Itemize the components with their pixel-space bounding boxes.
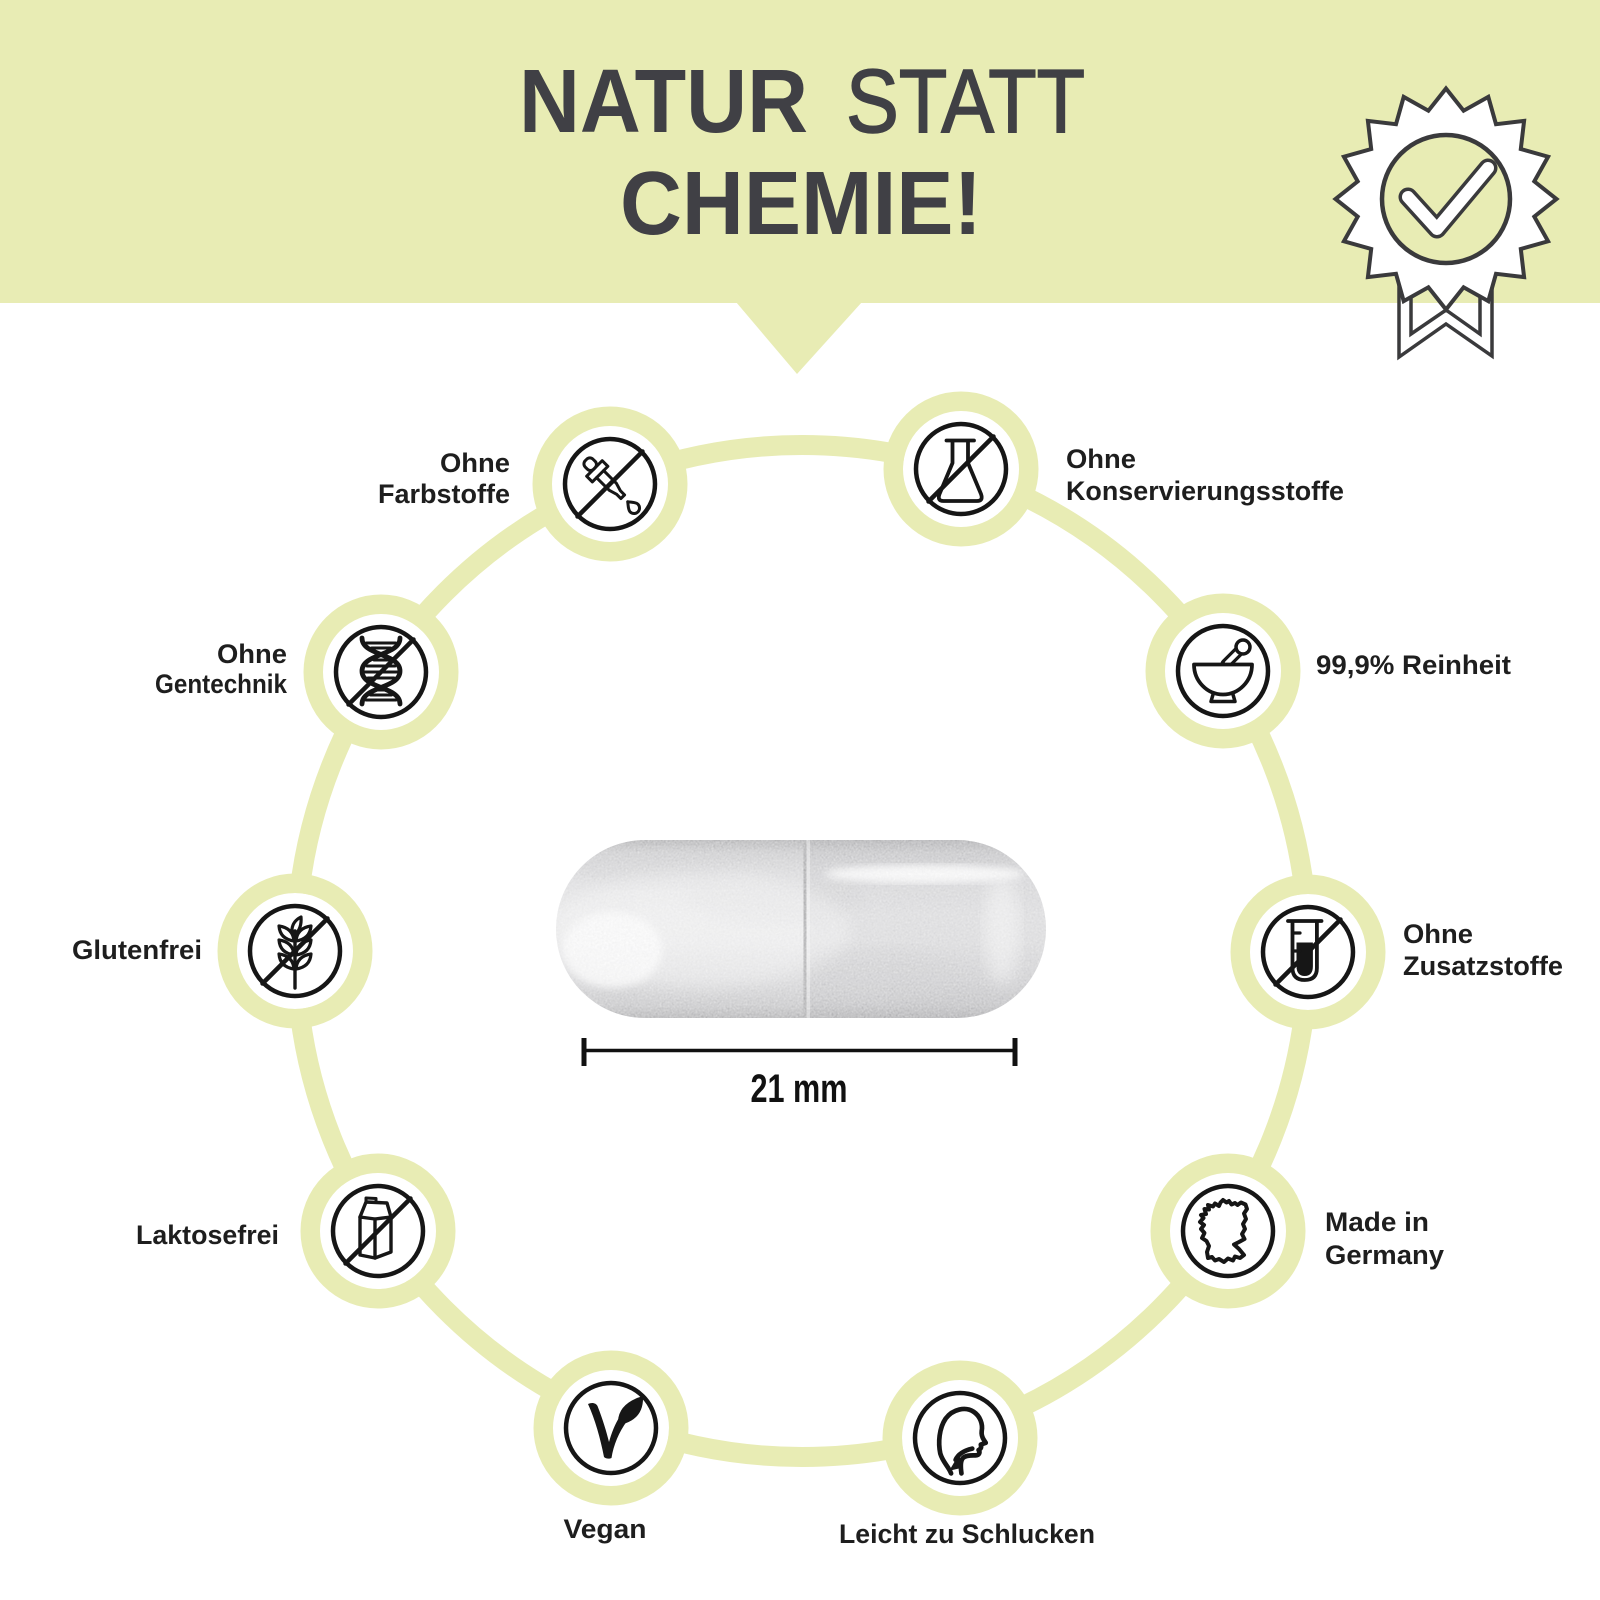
svg-text:Glutenfrei: Glutenfrei [72, 935, 202, 965]
svg-text:Ohne: Ohne [1403, 919, 1473, 949]
svg-text:Vegan: Vegan [564, 1514, 647, 1544]
svg-text:21 mm: 21 mm [751, 1067, 848, 1111]
svg-text:Leicht zu Schlucken: Leicht zu Schlucken [839, 1519, 1095, 1549]
svg-text:CHEMIE!: CHEMIE! [620, 154, 982, 254]
svg-text:Farbstoffe: Farbstoffe [378, 479, 510, 509]
svg-text:99,9% Reinheit: 99,9% Reinheit [1316, 650, 1511, 680]
svg-text:Laktosefrei: Laktosefrei [136, 1220, 279, 1250]
svg-text:NATUR: NATUR [519, 52, 808, 152]
svg-text:Ohne: Ohne [217, 639, 287, 669]
svg-text:STATT: STATT [846, 52, 1085, 152]
svg-text:Zusatzstoffe: Zusatzstoffe [1403, 951, 1563, 981]
svg-text:Made in: Made in [1325, 1207, 1429, 1237]
svg-text:Gentechnik: Gentechnik [155, 669, 288, 699]
svg-text:Konservierungsstoffe: Konservierungsstoffe [1066, 476, 1344, 506]
svg-text:Ohne: Ohne [1066, 444, 1136, 474]
svg-text:Germany: Germany [1325, 1240, 1444, 1270]
svg-text:Ohne: Ohne [440, 448, 510, 478]
